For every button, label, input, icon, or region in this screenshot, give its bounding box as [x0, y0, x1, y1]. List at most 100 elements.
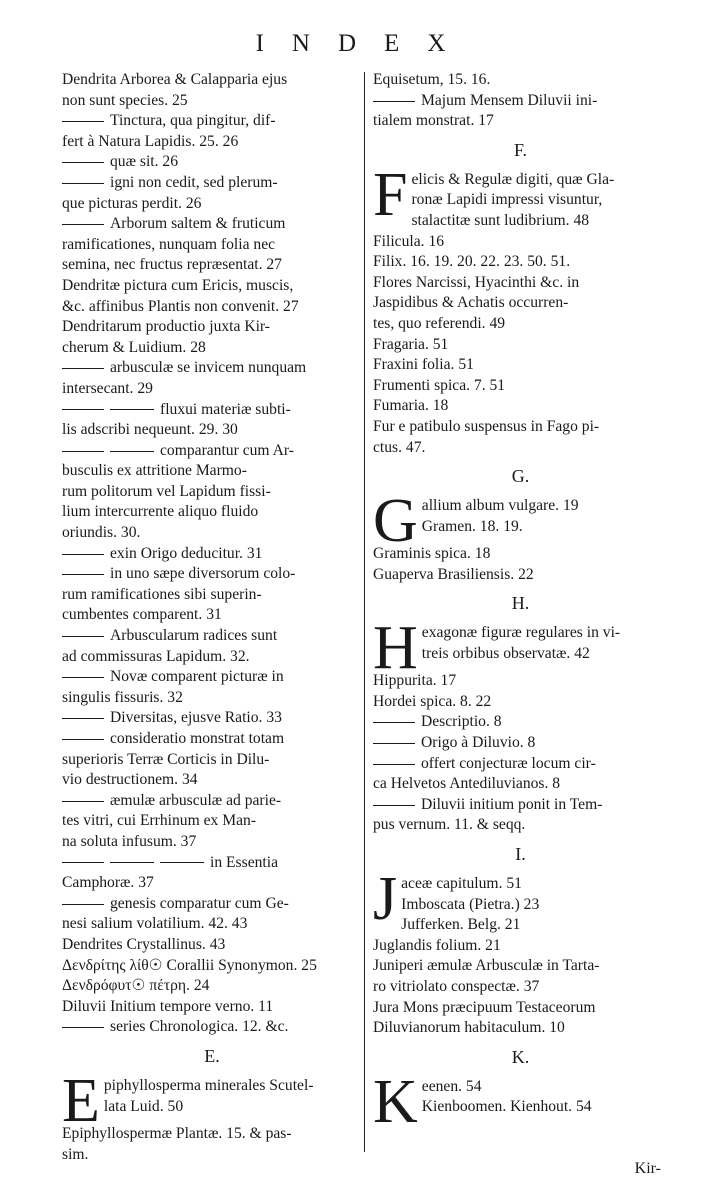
index-entry: genesis comparatur cum Ge-nesi salium vo… — [62, 894, 362, 935]
entry-line: Descriptio. 8 — [373, 712, 668, 733]
index-entry: Frumenti spica. 7. 51 — [373, 376, 668, 397]
drop-cap: E — [62, 1066, 100, 1135]
ditto-dash — [62, 635, 104, 637]
ditto-dash — [62, 182, 104, 184]
index-entry: Hordei spica. 8. 22 — [373, 692, 668, 713]
index-entry: Diluvii initium ponit in Tem-pus vernum.… — [373, 795, 668, 836]
entry-line: Diluvianorum habitaculum. 10 — [373, 1019, 565, 1037]
ditto-dash — [62, 718, 104, 720]
entry-line: æmulæ arbusculæ ad parie- — [62, 791, 362, 812]
entry-line: consideratio monstrat totam — [62, 729, 362, 750]
entry-line: ca Helvetos Antediluvianos. 8 — [373, 775, 561, 793]
entry-line: ramificationes, nunquam folia nec — [62, 235, 276, 253]
entry-line: Filix. 16. 19. 20. 22. 23. 50. 51. — [373, 253, 571, 271]
entry-line: comparantur cum Ar- — [62, 441, 362, 462]
entry-line: Origo à Diluvio. 8 — [373, 733, 668, 754]
ditto-dash — [62, 368, 104, 370]
entry-line: superioris Terræ Corticis in Dilu- — [62, 750, 270, 768]
right-column: Equisetum, 15. 16.Majum Mensem Diluvii i… — [373, 70, 668, 1133]
ditto-dash — [373, 763, 415, 765]
entry-line: offert conjecturæ locum cir- — [373, 754, 668, 775]
page-title: INDEX — [255, 30, 474, 57]
entry-line: Camphoræ. 37 — [62, 874, 154, 892]
entry-line: Kienboomen. Kienhout. 54 — [421, 1098, 592, 1116]
index-entry: Equisetum, 15. 16. — [373, 70, 668, 91]
ditto-dash — [62, 224, 104, 226]
entry-line: Dendritarum productio juxta Kir- — [62, 318, 270, 336]
entry-line: Fur e patibulo suspensus in Fago pi- — [373, 417, 600, 435]
drop-cap: J — [373, 865, 398, 934]
entry-line: Dendrita Arborea & Calapparia ejus — [62, 71, 288, 88]
section-letter: G. — [511, 466, 530, 487]
index-entry: Guaperva Brasiliensis. 22 — [373, 565, 668, 586]
entry-line: fluxui materiæ subti- — [62, 400, 362, 421]
index-entry: Tinctura, qua pingitur, dif-fert à Natur… — [62, 111, 362, 152]
index-entry: igni non cedit, sed plerum-que picturas … — [62, 173, 362, 214]
entry-line: Arbuscularum radices sunt — [62, 626, 362, 647]
entry-line: rum politorum vel Lapidum fissi- — [62, 482, 271, 500]
index-entry: Descriptio. 8 — [373, 712, 668, 733]
entry-line: pus vernum. 11. & seqq. — [373, 816, 526, 834]
index-entry: æmulæ arbusculæ ad parie-tes vitri, cui … — [62, 791, 362, 853]
drop-cap: G — [373, 487, 418, 556]
index-entry: fluxui materiæ subti-lis adscribi nequeu… — [62, 400, 362, 441]
ditto-dash — [62, 553, 104, 555]
entry-line: treis orbibus observatæ. 42 — [421, 644, 590, 662]
index-entry: Dendrites Crystallinus. 43 — [62, 935, 362, 956]
section-letter: K. — [511, 1046, 530, 1067]
index-entry: Dendritæ pictura cum Ericis, muscis,&c. … — [62, 276, 362, 317]
index-entry: Graminis spica. 18 — [373, 544, 668, 565]
entry-line: Juniperi æmulæ Arbusculæ in Tarta- — [373, 957, 600, 975]
section-letter: F. — [513, 139, 528, 160]
entry-line: Arborum saltem & fruticum — [62, 214, 362, 235]
entry-line: Fumaria. 18 — [373, 397, 449, 415]
catchword: Kir- — [634, 1160, 661, 1177]
index-entry: Origo à Diluvio. 8 — [373, 733, 668, 754]
ditto-dash — [62, 903, 104, 905]
entry-line: semina, nec fructus repræsentat. 27 — [62, 256, 282, 274]
entry-line: Frumenti spica. 7. 51 — [373, 376, 506, 394]
entry-line: Jufferken. Belg. 21 — [401, 916, 521, 934]
ditto-dash — [62, 162, 104, 164]
index-entry: Δενδρόφυτ☉ πέτρη. 24 — [62, 976, 362, 997]
index-entry: Hippurita. 17 — [373, 671, 668, 692]
entry-line: Epiphyllospermæ Plantæ. 15. & pas- — [62, 1124, 292, 1142]
entry-line: Tinctura, qua pingitur, dif- — [62, 111, 362, 132]
ditto-dash — [62, 450, 104, 452]
entry-line: rum ramificationes sibi superin- — [62, 585, 262, 603]
index-entry: quæ sit. 26 — [62, 152, 362, 173]
entry-line: na soluta infusum. 37 — [62, 832, 197, 850]
entry-line: in uno sæpe diversorum colo- — [62, 564, 362, 585]
section-letter: H. — [511, 593, 530, 614]
ditto-dash — [62, 862, 104, 864]
entry-line: lata Luid. 50 — [103, 1097, 184, 1115]
entry-line: Juglandis folium. 21 — [373, 936, 501, 954]
index-entry: Majum Mensem Diluvii ini-tialem monstrat… — [373, 91, 668, 132]
entry-line: quæ sit. 26 — [62, 152, 362, 173]
ditto-dash — [160, 862, 204, 864]
entry-line: Δενδρίτης λίθ☉ Corallii Synonymon. 25 — [62, 956, 317, 974]
entry-line: ro vitriolato conspectæ. 37 — [373, 978, 540, 995]
entry-line: Hordei spica. 8. 22 — [373, 692, 492, 710]
entry-line: intersecant. 29 — [62, 379, 153, 397]
entry-line: eenen. 54 — [421, 1077, 482, 1095]
entry-line: aceæ capitulum. 51 — [401, 875, 522, 893]
entry-line: Jura Mons præcipuum Testaceorum — [373, 998, 596, 1016]
section-letter: I. — [515, 844, 526, 865]
entry-line: arbusculæ se invicem nunquam — [62, 358, 362, 379]
entry-line: vio destructionem. 34 — [62, 771, 198, 789]
ditto-dash — [110, 409, 154, 411]
entry-line: Majum Mensem Diluvii ini- — [373, 91, 668, 112]
index-entry: Fragaria. 51 — [373, 335, 668, 356]
ditto-dash — [110, 862, 154, 864]
index-entry: comparantur cum Ar-busculis ex attrition… — [62, 441, 362, 544]
entry-line: Diversitas, ejusve Ratio. 33 — [62, 708, 362, 729]
